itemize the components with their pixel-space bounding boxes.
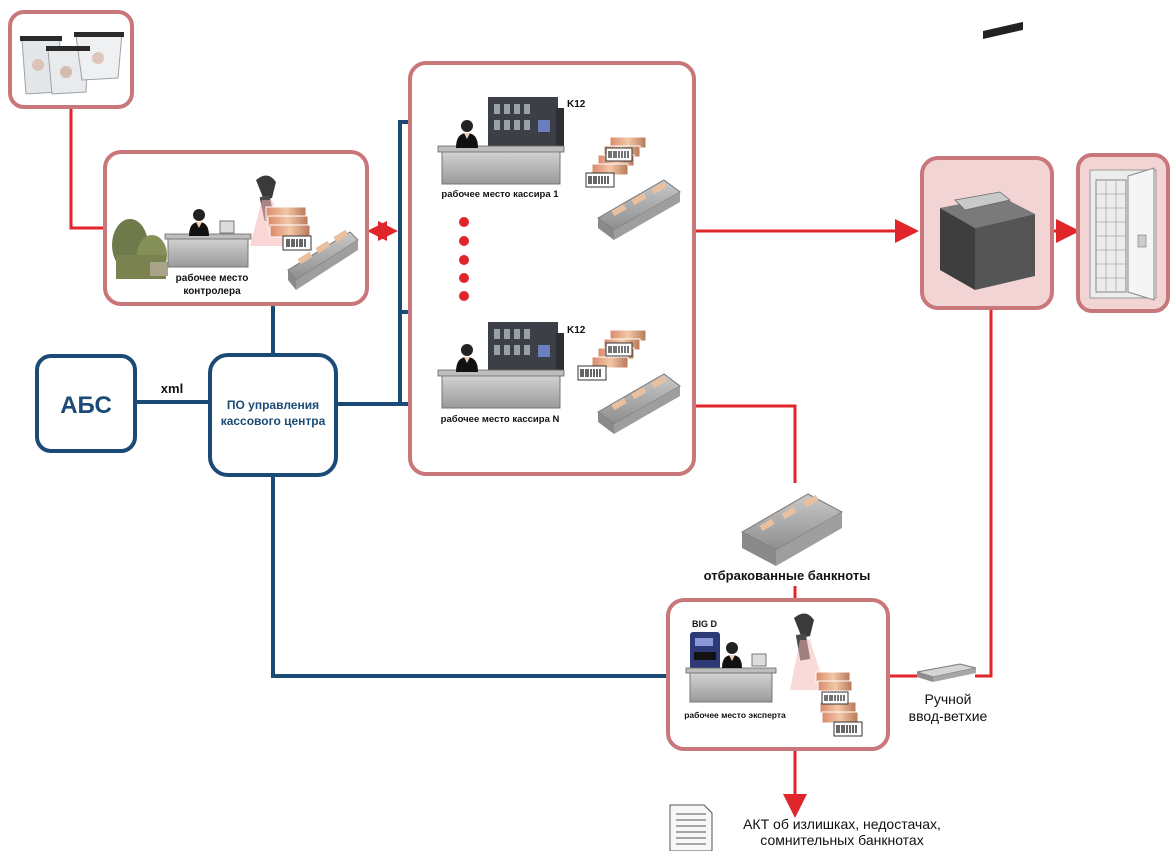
manual-label-line1: Ручной bbox=[925, 691, 972, 707]
sorter-machine-icon bbox=[488, 322, 564, 374]
cashierN-label: рабочее место кассира N bbox=[441, 414, 560, 425]
line-keyboard-to-shredder bbox=[975, 310, 993, 678]
bigd-label: BIG D bbox=[692, 619, 718, 629]
cashier-person-icon bbox=[189, 209, 209, 236]
po-label-line2: кассового центра bbox=[221, 414, 326, 428]
act-label-line2: сомнительных банкнотах bbox=[760, 832, 923, 848]
document-icon bbox=[669, 804, 713, 851]
controller-label-line1: рабочее место bbox=[176, 272, 249, 284]
barcode-label-icon bbox=[605, 342, 633, 357]
connections bbox=[69, 107, 1080, 818]
shredder-icon bbox=[940, 21, 1035, 290]
cashier-bracket bbox=[398, 120, 410, 406]
po-management-box: ПО управления кассового центра bbox=[208, 353, 338, 477]
desk-icon bbox=[437, 145, 565, 185]
money-bags-box bbox=[8, 10, 134, 109]
barcode-label-icon bbox=[282, 235, 312, 251]
rejected-banknotes-tray: отбракованные банкноты bbox=[704, 493, 871, 583]
line-po-to-expert bbox=[271, 475, 668, 678]
money-bags-icon bbox=[20, 32, 124, 95]
banknote-stack-icon bbox=[815, 671, 859, 724]
banknote-tray-icon bbox=[740, 493, 844, 566]
cashier-1-workplace: K12 рабочее bbox=[437, 97, 681, 240]
sorter-machine-icon bbox=[488, 97, 564, 149]
desk-icon bbox=[437, 369, 565, 409]
rejected-label: отбракованные банкноты bbox=[704, 568, 871, 583]
monitor-icon bbox=[219, 220, 235, 234]
cashier-person-icon bbox=[456, 344, 478, 372]
barcode-label-icon bbox=[833, 721, 863, 737]
barcode-label-icon bbox=[577, 365, 607, 381]
cashier-person-icon bbox=[722, 642, 742, 668]
desk-icon bbox=[164, 233, 252, 268]
manual-label-line2: ввод-ветхие bbox=[909, 708, 988, 724]
line-cashiers-to-rejected bbox=[694, 404, 797, 483]
expert-label: рабочее место эксперта bbox=[684, 710, 786, 720]
banknote-stack-icon bbox=[265, 206, 311, 238]
controller-label-line2: контролера bbox=[183, 286, 241, 297]
xml-label: xml bbox=[161, 381, 183, 396]
act-label-line1: АКТ об излишках, недостачах, bbox=[743, 816, 941, 832]
banknote-tray-icon bbox=[287, 229, 359, 290]
safe-vault-icon bbox=[1089, 167, 1157, 301]
line-bags-to-controller bbox=[69, 107, 105, 230]
abs-label: АБС bbox=[60, 392, 112, 419]
cashiers-box: K12 рабочее bbox=[408, 61, 696, 476]
k12-label-bottom: K12 bbox=[567, 325, 586, 336]
safe-box bbox=[1076, 153, 1170, 313]
cash-sacks-icon bbox=[112, 219, 168, 279]
cashier1-label: рабочее место кассира 1 bbox=[441, 189, 559, 200]
abs-box: АБС bbox=[35, 354, 137, 453]
monitor-icon bbox=[751, 653, 767, 667]
manual-input: Ручной ввод-ветхие bbox=[909, 663, 988, 724]
cashier-person-icon bbox=[456, 120, 478, 148]
ellipsis-dots bbox=[459, 217, 469, 301]
po-label-line1: ПО управления bbox=[227, 398, 319, 412]
shredder-box bbox=[920, 21, 1054, 310]
act-document: АКТ об излишках, недостачах, сомнительны… bbox=[669, 804, 941, 851]
barcode-label-icon bbox=[605, 147, 633, 162]
k12-label-top: K12 bbox=[567, 99, 586, 110]
desk-icon bbox=[685, 667, 777, 703]
bigd-machine-icon bbox=[690, 632, 720, 670]
banknote-tray-icon bbox=[597, 179, 681, 240]
keyboard-icon bbox=[916, 663, 977, 682]
barcode-label-icon bbox=[821, 691, 849, 705]
controller-workplace-box: рабочее место контролера bbox=[103, 150, 369, 306]
expert-workplace-box: BIG D bbox=[666, 598, 890, 751]
cashier-n-workplace: K12 рабочее bbox=[437, 322, 681, 434]
banknote-tray-icon bbox=[597, 373, 681, 434]
barcode-label-icon bbox=[585, 172, 615, 188]
